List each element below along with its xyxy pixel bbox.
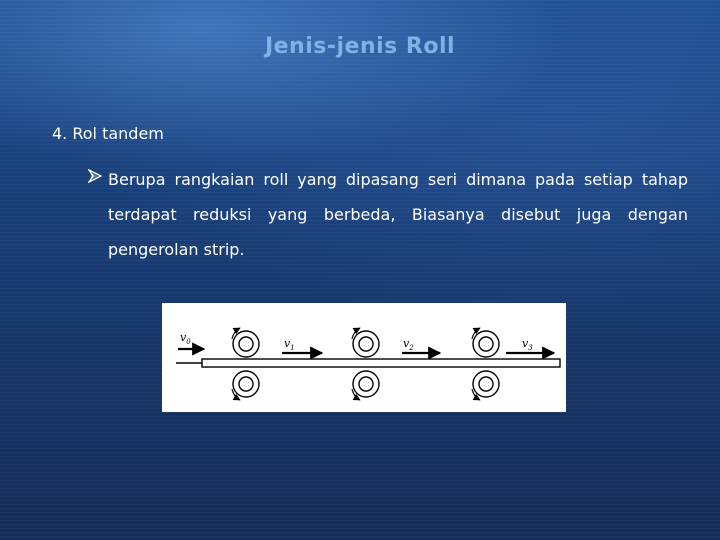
bullet-text: Berupa rangkaian roll yang dipasang seri…: [108, 170, 688, 259]
roll-axle: [238, 376, 254, 392]
rotation-arrow-icon: [351, 327, 361, 340]
roll-stand-3: [471, 327, 500, 401]
bottom-roll: [472, 370, 500, 398]
roll-axle: [358, 336, 374, 352]
slide-title: Jenis-jenis Roll: [264, 34, 456, 59]
rotation-arrow-icon: [231, 388, 241, 401]
roll-axle: [478, 376, 494, 392]
bottom-roll: [232, 370, 260, 398]
velocity-label-v2: v2: [403, 337, 414, 352]
rotation-arrow-icon: [231, 327, 241, 340]
top-roll: [232, 330, 260, 358]
strip: [201, 358, 561, 368]
rotation-arrow-icon: [351, 388, 361, 401]
velocity-label-v0: v0: [180, 331, 191, 346]
bullet-item: Berupa rangkaian roll yang dipasang seri…: [86, 162, 688, 267]
bottom-roll: [352, 370, 380, 398]
tandem-rolling-diagram: v0 v1 v2 v3: [162, 303, 566, 412]
velocity-label-v3: v3: [522, 337, 533, 352]
roll-axle: [478, 336, 494, 352]
velocity-label-v1: v1: [284, 337, 295, 352]
top-roll: [352, 330, 380, 358]
roll-axle: [358, 376, 374, 392]
tandem-rolling-svg: v0 v1 v2 v3: [176, 327, 561, 401]
roll-stand-2: [351, 327, 380, 401]
rotation-arrow-icon: [471, 327, 481, 340]
top-roll: [472, 330, 500, 358]
rotation-arrow-icon: [471, 388, 481, 401]
section-heading: 4. Rol tandem: [52, 124, 164, 143]
roll-stand-1: [231, 327, 260, 401]
arrow-bullet-icon: [86, 168, 108, 187]
roll-axle: [238, 336, 254, 352]
